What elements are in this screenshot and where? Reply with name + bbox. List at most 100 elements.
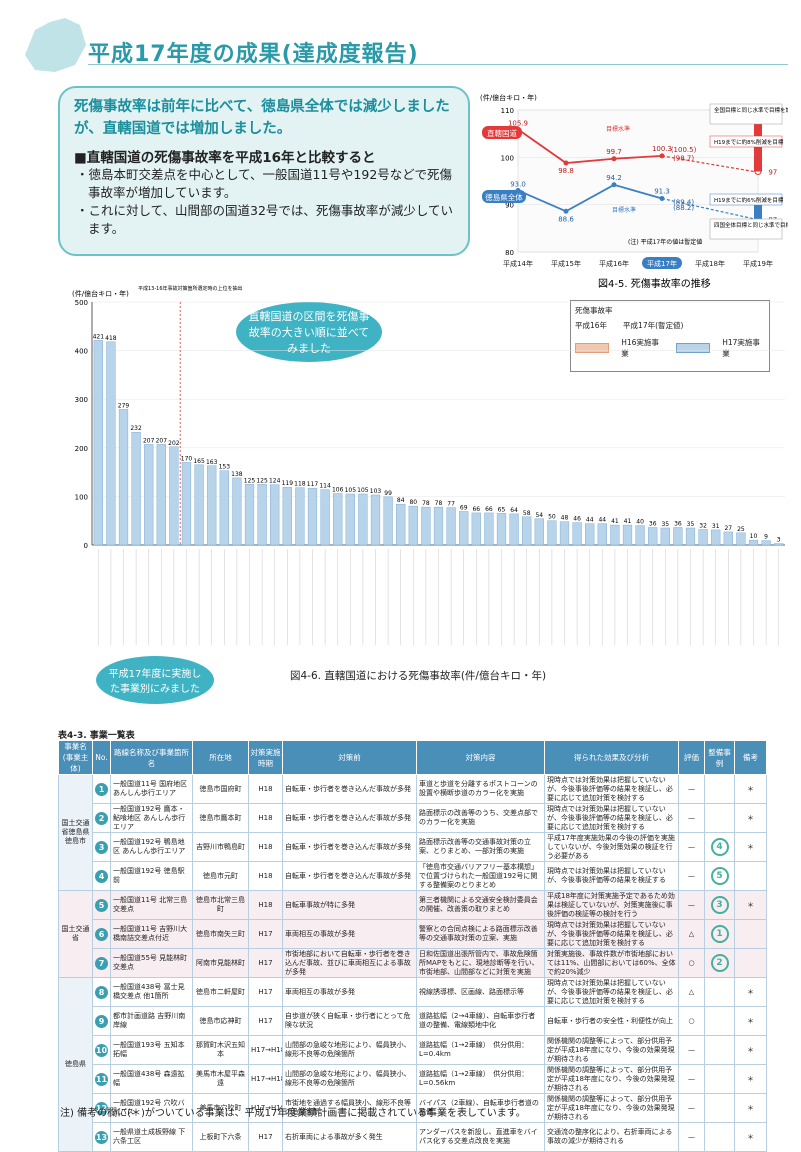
table-cell-loc: 徳島市北常三島町: [192, 890, 249, 920]
case-link-badge[interactable]: 3: [710, 896, 729, 914]
y-tick-label: 300: [75, 396, 88, 404]
legend-title: 死傷事故率: [575, 306, 613, 315]
bar-value-label: 99: [384, 490, 392, 497]
table-cell-content: 道路拡幅（2→4車線）、自転車歩行者道の整備、電線類地中化: [416, 1006, 545, 1036]
table-cell-time: H18: [248, 803, 283, 833]
table-cell-content: 「徳島市交通バリアフリー基本構想」で位置づけられた一般国道192号に関する整備案…: [416, 861, 545, 891]
table-cell-content: 警察との合同点検による路面標示改善等の交通事故対策の立案、実施: [416, 919, 545, 949]
table-cell-name: 一般国道11号 吉野川大橋南詰交差点付近: [110, 919, 193, 949]
bar-value-label: 80: [409, 499, 417, 506]
data-point: [611, 182, 617, 188]
legend-col: 平成17年(暫定値): [623, 321, 684, 330]
bar: [144, 444, 154, 546]
bar: [685, 527, 696, 546]
value-label: 105.9: [508, 119, 528, 127]
table-cell-loc: 徳島市二軒屋町: [192, 977, 249, 1007]
x-tick-label: 平成17年: [647, 259, 677, 268]
table-cell-note: ＊: [734, 832, 767, 862]
callout-top: 直轄国道の区間を死傷事故率の大きい順に並べてみました: [236, 302, 382, 362]
bar-value-label: 105: [345, 487, 357, 494]
table-cell-time: H17: [248, 919, 283, 949]
table-cell-eval: —: [678, 832, 705, 862]
value-label: 99.7: [606, 148, 622, 156]
table-cell-time: H18: [248, 832, 283, 862]
table-cell-name: 一般国道55号 見能林町交差点: [110, 948, 193, 978]
table-cell-eval: —: [678, 1064, 705, 1094]
y-tick-label: 400: [75, 348, 88, 356]
table-cell-note: ＊: [734, 774, 767, 804]
case-link-badge[interactable]: 4: [710, 838, 729, 856]
table-cell-eval: —: [678, 1122, 705, 1152]
trend-ylabel: (件/億台キロ・年): [480, 93, 537, 102]
table-cell-eval: —: [678, 1093, 705, 1123]
table-cell-time: H18: [248, 861, 283, 891]
table-cell-time: H18: [248, 890, 283, 920]
bar-value-label: 165: [193, 458, 205, 465]
bar: [698, 529, 708, 546]
bar-value-label: 40: [636, 519, 644, 526]
value-label: 94.2: [606, 174, 622, 182]
data-point: [659, 153, 665, 159]
bar: [345, 493, 355, 546]
table-cell-no: 9: [92, 1006, 111, 1036]
table-cell-before: 自転車・歩行者を巻き込んだ事故が多発: [282, 832, 417, 862]
bar: [509, 513, 519, 546]
table-cell-time: H17: [248, 1122, 283, 1152]
table-cell-content: バイパス（2車線）、自転車歩行者道の整備: [416, 1093, 545, 1123]
bar: [761, 540, 771, 546]
table-cell-no: 4: [92, 861, 111, 891]
table-cell-loc: 徳島市鷹本町: [192, 803, 249, 833]
table-cell-effect: 関係機関の調整等によって、部分供用予定が平成18年度になり、今後の効果発現が期待…: [544, 1035, 679, 1065]
data-point: [611, 156, 617, 162]
bar: [396, 503, 406, 546]
bar-value-label: 78: [422, 500, 430, 507]
number-badge: 6: [95, 927, 108, 941]
table-cell-name: 一般国道192号 徳島駅前: [110, 861, 193, 891]
table-cell-before: 車両相互の事故が多発: [282, 977, 417, 1007]
table-cell-before: 車両相互の事故が多発: [282, 919, 417, 949]
table-header: 路線名称及び事業箇所名: [110, 740, 193, 775]
case-link-badge[interactable]: 5: [710, 867, 729, 885]
table-cell-content: 道路拡幅（1→2車線） 供分供用：L=0.4km: [416, 1035, 545, 1065]
number-badge: 7: [95, 956, 108, 970]
table-cell-effect: 自転車・歩行者の安全性・利便性が向上: [544, 1006, 679, 1036]
bar: [673, 527, 683, 546]
bar: [370, 494, 381, 546]
y-tick-label: 110: [501, 107, 514, 115]
table-cell-before: 自歩道が狭く自転車・歩行者にとって危険な状況: [282, 1006, 417, 1036]
bar-value-label: 118: [294, 481, 306, 488]
table-cell-eval: —: [678, 1035, 705, 1065]
case-link-badge[interactable]: 1: [710, 925, 729, 943]
reduction-bar: [754, 195, 762, 219]
table-header: 得られた効果及び分析: [544, 740, 679, 775]
table-cell-no: 2: [92, 803, 111, 833]
bar-value-label: 36: [674, 521, 682, 528]
bar-value-label: 202: [168, 440, 180, 447]
bar-value-label: 105: [357, 487, 369, 494]
table-cell-effect: 現時点では対策効果は把握していないが、今後事後評価等の結果を検証し、必要に応じて…: [544, 919, 679, 949]
table-cell-before: 山間部の急峻な地形により、幅員狭小、線形不良等の危険箇所: [282, 1064, 417, 1094]
table-cell-effect: 現時点では対策効果は把握していないが、今後事後評価等の結果を検証し、必要に応じて…: [544, 803, 679, 833]
table-cell-no: 11: [92, 1064, 111, 1094]
table-cell-eval: ○: [678, 948, 705, 978]
case-link-badge[interactable]: 2: [710, 954, 729, 972]
table-cell-time: H17: [248, 1006, 283, 1036]
table-cell-content: 路面標示の改善等のうち、交差点部でのカラー化を実施: [416, 803, 545, 833]
number-badge: 8: [95, 985, 108, 999]
bar-value-label: 9: [764, 534, 768, 541]
table-cell-note: [734, 861, 767, 891]
number-badge: 11: [95, 1072, 108, 1086]
bar: [723, 531, 733, 546]
table-header: No.: [92, 740, 111, 775]
bar: [559, 521, 570, 546]
table-cell-content: 第三者機関による交通安全検討委員会の開催、改善策の取りまとめ: [416, 890, 545, 920]
table-cell-case: 3: [704, 890, 735, 920]
bar: [131, 432, 141, 546]
bar-value-label: 64: [510, 507, 518, 514]
bar-value-label: 114: [319, 483, 331, 490]
